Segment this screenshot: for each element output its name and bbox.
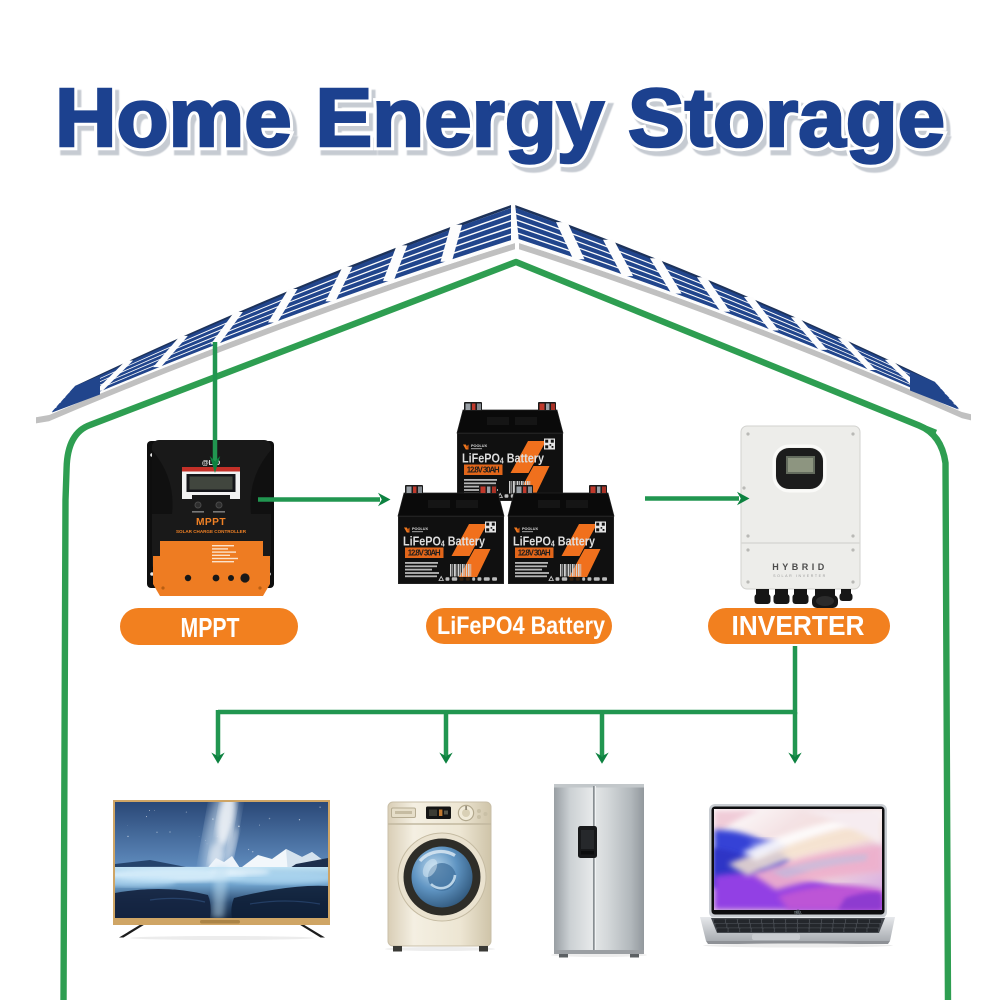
svg-text:SOLAR INVERTER: SOLAR INVERTER xyxy=(773,574,827,578)
svg-text:@L O: @L O xyxy=(202,460,221,467)
svg-text:MPPT: MPPT xyxy=(196,517,226,528)
svg-text:INVERTER: INVERTER xyxy=(732,610,865,641)
svg-text:LiFePO4 Battery: LiFePO4 Battery xyxy=(437,612,605,640)
svg-text:Home Energy Storage: Home Energy Storage xyxy=(55,71,945,164)
svg-text:Home Energy Storage: Home Energy Storage xyxy=(55,71,945,164)
svg-text:MPPT: MPPT xyxy=(181,612,240,643)
svg-text:HYBRID: HYBRID xyxy=(772,562,828,572)
svg-text:DELL: DELL xyxy=(794,911,802,915)
svg-text:SOLAR CHARGE CONTROLLER: SOLAR CHARGE CONTROLLER xyxy=(176,529,247,534)
